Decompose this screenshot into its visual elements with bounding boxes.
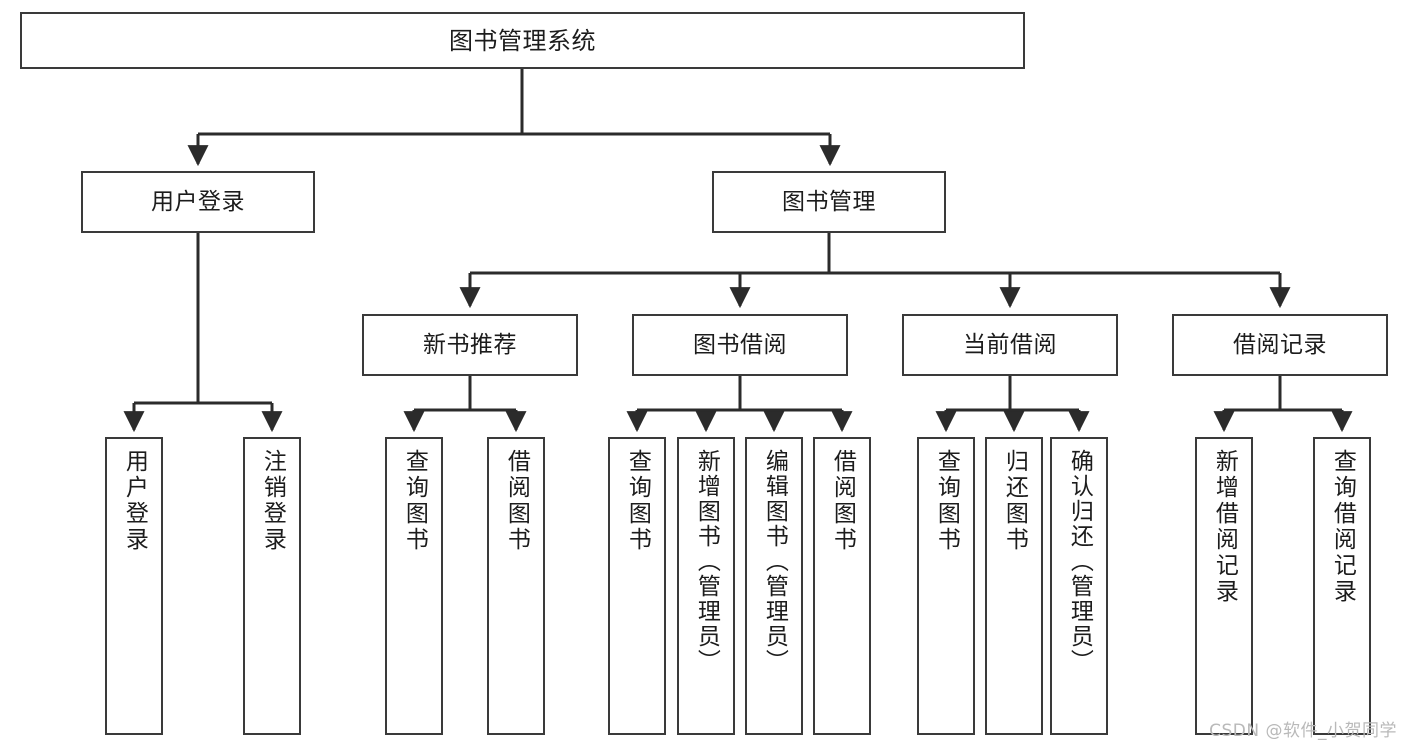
leaf-logout[interactable]: 注销登录 <box>243 437 301 735</box>
node-label: 用户登录 <box>121 449 148 553</box>
node-label: 借阅图书 <box>503 449 530 553</box>
node-label: 新书推荐 <box>423 331 517 358</box>
leaf-query-book-recommend[interactable]: 查询图书 <box>385 437 443 735</box>
leaf-edit-book-admin[interactable]: 编辑图书（管理员） <box>745 437 803 735</box>
watermark-text: CSDN @软件_小贺同学 <box>1209 721 1397 741</box>
node-book-manage[interactable]: 图书管理 <box>712 171 946 233</box>
node-borrow-record[interactable]: 借阅记录 <box>1172 314 1388 376</box>
node-label: 归还图书 <box>1001 449 1028 553</box>
node-label: 图书管理 <box>782 188 876 215</box>
leaf-query-book-current[interactable]: 查询图书 <box>917 437 975 735</box>
leaf-borrow-book-recommend[interactable]: 借阅图书 <box>487 437 545 735</box>
node-label: 图书借阅 <box>693 331 787 358</box>
node-label: 用户登录 <box>151 188 245 215</box>
node-label: 借阅图书 <box>829 449 856 553</box>
node-new-book-rec[interactable]: 新书推荐 <box>362 314 578 376</box>
leaf-add-borrow-record[interactable]: 新增借阅记录 <box>1195 437 1253 735</box>
node-label: 确认归还（管理员） <box>1066 449 1093 674</box>
leaf-confirm-return-admin[interactable]: 确认归还（管理员） <box>1050 437 1108 735</box>
node-book-borrow[interactable]: 图书借阅 <box>632 314 848 376</box>
leaf-return-book[interactable]: 归还图书 <box>985 437 1043 735</box>
node-label: 借阅记录 <box>1233 331 1327 358</box>
node-label: 查询图书 <box>401 449 428 553</box>
leaf-add-book-admin[interactable]: 新增图书（管理员） <box>677 437 735 735</box>
node-label: 当前借阅 <box>963 331 1057 358</box>
leaf-user-login[interactable]: 用户登录 <box>105 437 163 735</box>
node-user-login[interactable]: 用户登录 <box>81 171 315 233</box>
node-label: 图书管理系统 <box>449 26 596 55</box>
leaf-query-book-borrow[interactable]: 查询图书 <box>608 437 666 735</box>
node-label: 新增图书（管理员） <box>693 449 720 674</box>
node-label: 查询借阅记录 <box>1329 449 1356 605</box>
node-label: 注销登录 <box>259 449 286 553</box>
node-current-borrow[interactable]: 当前借阅 <box>902 314 1118 376</box>
node-label: 新增借阅记录 <box>1211 449 1238 605</box>
node-root-system[interactable]: 图书管理系统 <box>20 12 1025 69</box>
leaf-query-borrow-record[interactable]: 查询借阅记录 <box>1313 437 1371 735</box>
node-label: 查询图书 <box>624 449 651 553</box>
leaf-borrow-book[interactable]: 借阅图书 <box>813 437 871 735</box>
node-label: 编辑图书（管理员） <box>761 449 788 674</box>
node-label: 查询图书 <box>933 449 960 553</box>
